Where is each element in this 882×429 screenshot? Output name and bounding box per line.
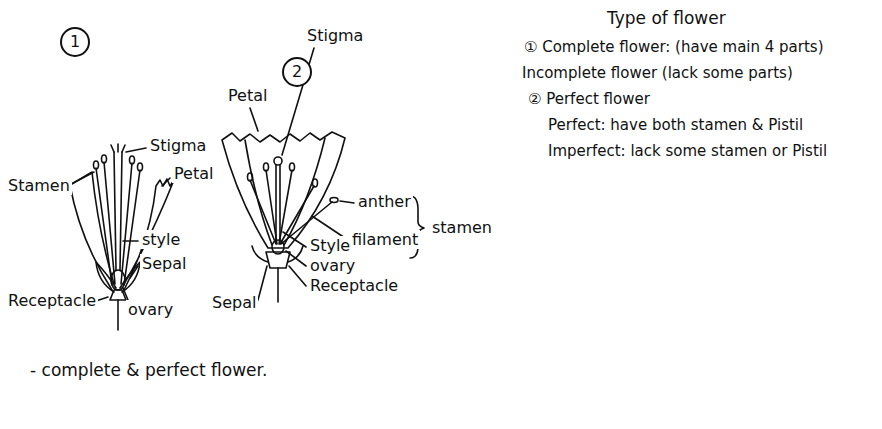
note-text: Type of flower bbox=[605, 8, 728, 28]
callout-number: 2 bbox=[292, 64, 302, 80]
part-label: ovary bbox=[308, 256, 357, 275]
stem bbox=[277, 268, 279, 302]
note-text: ② Perfect flower bbox=[526, 90, 652, 108]
note-text: Perfect: have both stamen & Pistil bbox=[546, 116, 805, 134]
anther bbox=[102, 155, 107, 163]
part-label: style bbox=[140, 230, 182, 249]
callout-circle: 1 bbox=[60, 27, 90, 57]
callout-number: 1 bbox=[70, 34, 80, 50]
anther bbox=[248, 173, 253, 181]
anther bbox=[130, 156, 135, 164]
part-label: stamen bbox=[430, 218, 494, 237]
anther bbox=[313, 179, 318, 187]
stem bbox=[117, 300, 119, 330]
note-text: Imperfect: lack some stamen or Pistil bbox=[546, 142, 829, 160]
anther bbox=[290, 163, 295, 171]
part-label: ovary bbox=[126, 300, 175, 319]
anther bbox=[330, 198, 338, 203]
part-label: Style bbox=[308, 236, 352, 255]
part-label: Stamen bbox=[6, 176, 72, 195]
part-label: anther bbox=[356, 192, 413, 211]
part-label: filament bbox=[350, 230, 420, 249]
stigma bbox=[111, 144, 125, 152]
note-text: - complete & perfect flower. bbox=[28, 360, 269, 380]
part-label: Sepal bbox=[140, 254, 188, 273]
part-label: Receptacle bbox=[308, 276, 400, 295]
stigma bbox=[274, 157, 282, 165]
receptacle bbox=[266, 252, 290, 268]
part-label: Stigma bbox=[305, 26, 365, 45]
note-text: Incomplete flower (lack some parts) bbox=[520, 64, 795, 82]
anther bbox=[94, 161, 99, 169]
petal-line bbox=[245, 138, 325, 245]
stamen bbox=[250, 170, 332, 244]
part-label: Sepal bbox=[210, 293, 258, 312]
style bbox=[276, 165, 280, 240]
style bbox=[114, 152, 122, 270]
anther bbox=[264, 163, 269, 171]
sepal bbox=[252, 246, 303, 262]
part-label: Petal bbox=[172, 164, 215, 183]
anther bbox=[138, 163, 143, 171]
part-label: Petal bbox=[226, 86, 269, 105]
petal bbox=[70, 172, 114, 290]
part-label: Stigma bbox=[148, 136, 208, 155]
leader-line bbox=[60, 148, 170, 301]
callout-circle: 2 bbox=[282, 57, 312, 87]
note-text: ① Complete flower: (have main 4 parts) bbox=[522, 38, 826, 56]
part-label: Receptacle bbox=[6, 291, 98, 310]
